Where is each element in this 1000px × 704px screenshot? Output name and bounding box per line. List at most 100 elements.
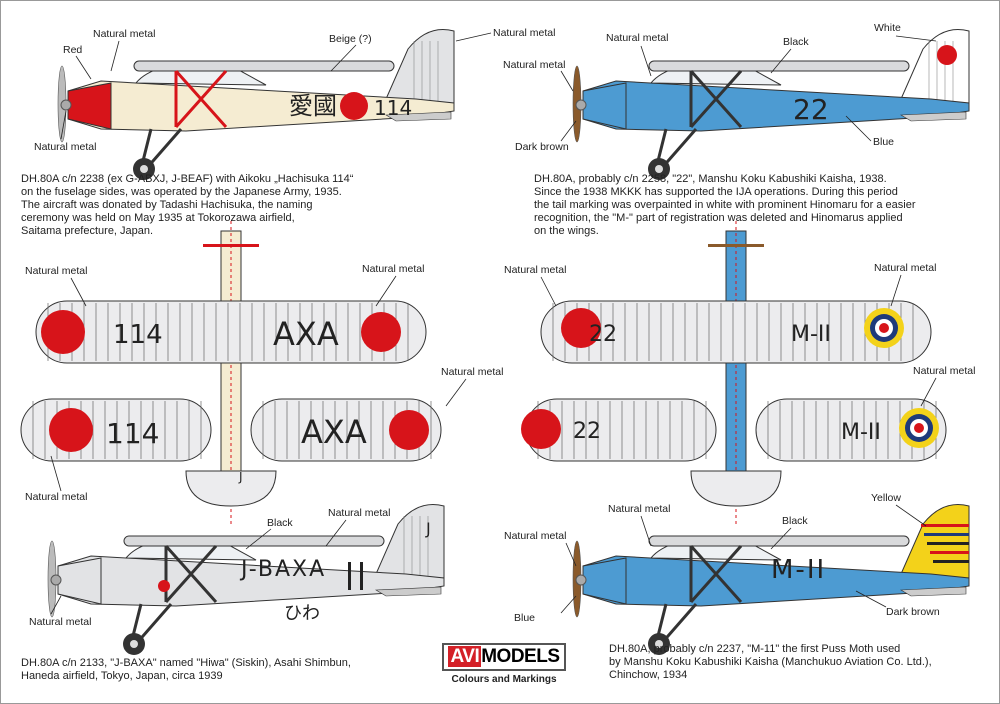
hinomaru-wing bbox=[521, 409, 561, 449]
tailplane bbox=[899, 586, 967, 597]
caption-line: Saitama prefecture, Japan. bbox=[21, 225, 154, 237]
leader-line bbox=[455, 32, 492, 42]
caption-line: The aircraft was donated by Tadashi Hach… bbox=[21, 199, 313, 211]
callout-label: Dark brown bbox=[886, 606, 940, 618]
leader-line bbox=[75, 55, 92, 80]
caption-line: DH.80A c/n 2133, "J-BAXA" named "Hiwa" (… bbox=[21, 657, 351, 669]
leader-line bbox=[50, 455, 62, 492]
leader-line bbox=[560, 595, 577, 614]
fuselage-band bbox=[360, 562, 363, 590]
callout-label: Natural metal bbox=[34, 141, 96, 153]
spinner bbox=[575, 574, 587, 586]
callout-label: Natural metal bbox=[606, 32, 668, 44]
hinomaru-fuselage bbox=[340, 92, 368, 120]
lower-wing-right bbox=[755, 398, 947, 462]
callout-label: Natural metal bbox=[25, 491, 87, 503]
caption-line: on the wings. bbox=[534, 225, 599, 237]
tail-band bbox=[927, 542, 969, 545]
leader-line bbox=[920, 377, 937, 407]
callout-label: Natural metal bbox=[504, 264, 566, 276]
wing-edge bbox=[133, 60, 395, 72]
fuselage-registration: M-II bbox=[771, 555, 826, 585]
tailplane-top bbox=[185, 470, 277, 507]
caption-line: Haneda airfield, Tokyo, Japan, circa 193… bbox=[21, 670, 223, 682]
callout-label: Natural metal bbox=[493, 27, 555, 39]
wheel-hub bbox=[130, 640, 138, 648]
leader-line bbox=[640, 515, 652, 547]
engine-cowling bbox=[57, 557, 102, 605]
roundel-ring bbox=[879, 323, 889, 333]
tail-band bbox=[921, 524, 969, 527]
roundel-ring bbox=[914, 423, 924, 433]
caption-line: Chinchow, 1934 bbox=[609, 669, 688, 681]
wheel-hub bbox=[655, 165, 663, 173]
leader-line bbox=[50, 595, 62, 615]
caption-line: DH.80A, probably c/n 2237, "M-11" the fi… bbox=[609, 643, 901, 655]
caption-panel3: DH.80A c/n 2133, "J-BAXA" named "Hiwa" (… bbox=[21, 657, 351, 683]
fuselage-number: 114 bbox=[374, 96, 412, 120]
callout-label: Natural metal bbox=[608, 503, 670, 515]
callout-label: Natural metal bbox=[874, 262, 936, 274]
logo-avi: AVI bbox=[448, 646, 482, 667]
leader-line bbox=[60, 110, 67, 140]
propeller-top bbox=[708, 244, 764, 247]
tail-band bbox=[933, 560, 969, 563]
callout-label: Black bbox=[267, 517, 293, 529]
caption-panel2: DH.80A, probably c/n 2258, "22", Manshu … bbox=[534, 173, 916, 238]
spinner bbox=[60, 99, 72, 111]
hinomaru-wing bbox=[41, 310, 85, 354]
callout-label: Black bbox=[783, 36, 809, 48]
callout-label: White bbox=[874, 22, 901, 34]
logo-models: MODELS bbox=[481, 646, 560, 667]
leader-line bbox=[70, 277, 87, 307]
wing-number: 114 bbox=[113, 320, 163, 350]
callout-label: Blue bbox=[873, 136, 894, 148]
leader-line bbox=[770, 527, 792, 550]
wing-edge bbox=[123, 535, 385, 547]
hinomaru-wing bbox=[389, 410, 429, 450]
caption-line: DH.80A, probably c/n 2258, "22", Manshu … bbox=[534, 173, 887, 185]
caption-panel4: DH.80A, probably c/n 2237, "M-11" the fi… bbox=[609, 643, 932, 682]
callout-label: Natural metal bbox=[29, 616, 91, 628]
wing-number: 114 bbox=[106, 417, 159, 450]
caption-line: the tail marking was overpainted in whit… bbox=[534, 199, 916, 211]
leader-line bbox=[770, 48, 792, 74]
leader-line bbox=[325, 519, 347, 547]
leader-line bbox=[560, 70, 574, 92]
hinomaru-wing bbox=[361, 312, 401, 352]
caption-line: ceremony was held on May 1935 at Tokoroz… bbox=[21, 212, 295, 224]
leader-line bbox=[855, 590, 887, 608]
aircraft-side-22: 22 bbox=[572, 29, 970, 180]
aircraft-side-m11: M-II bbox=[572, 504, 970, 655]
callout-label: Natural metal bbox=[93, 28, 155, 40]
spinner bbox=[575, 99, 587, 111]
callout-label: Dark brown bbox=[515, 141, 569, 153]
leader-line bbox=[565, 542, 577, 567]
engine-cowling bbox=[582, 82, 627, 130]
engine-cowling bbox=[67, 82, 112, 130]
caption-line: DH.80A c/n 2238 (ex G-ABXJ, J-BEAF) with… bbox=[21, 173, 354, 185]
tail-band bbox=[930, 551, 969, 554]
tail-fin bbox=[385, 29, 455, 106]
wing-registration: AXA bbox=[273, 315, 339, 353]
leader-line bbox=[890, 274, 902, 307]
hinomaru-tail bbox=[937, 45, 957, 65]
tailplane bbox=[384, 111, 452, 122]
logo-subtitle: Colours and Markings bbox=[451, 674, 557, 685]
tailplane bbox=[374, 586, 442, 597]
callout-label: Yellow bbox=[871, 492, 901, 504]
fuselage-registration: J-BAXA bbox=[239, 557, 326, 582]
callout-label: Natural metal bbox=[504, 530, 566, 542]
leader-line bbox=[895, 504, 927, 527]
wing-registration: M-II bbox=[791, 322, 831, 347]
callout-label: Natural metal bbox=[503, 59, 565, 71]
tail-letter: J bbox=[238, 470, 243, 484]
wing-registration: M-II bbox=[841, 420, 881, 445]
wing-struts bbox=[689, 70, 743, 128]
engine-cowling bbox=[582, 557, 627, 605]
